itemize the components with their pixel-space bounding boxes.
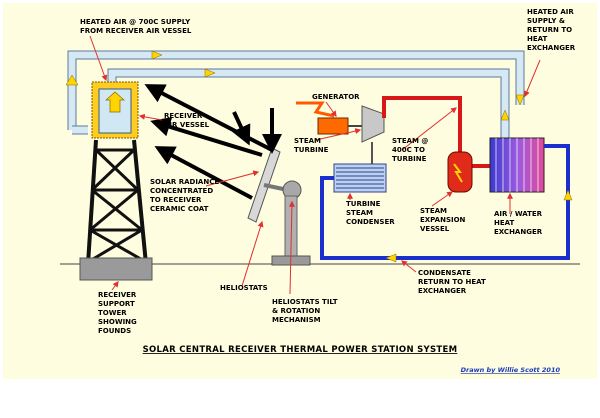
steam-expansion-vessel [447, 151, 473, 193]
steam-pipe [382, 96, 490, 168]
label-line: TURBINE [294, 146, 329, 154]
label-line: FOUNDS [98, 327, 131, 335]
air-water-heat-exchanger [489, 137, 545, 193]
label-line: EXPANSION [420, 216, 466, 224]
label-line: HELIOSTATS [220, 284, 268, 292]
label-heliostats: HELIOSTATS [220, 284, 268, 292]
label-line: HEATED AIR @ 700C SUPPLY [80, 18, 191, 26]
label-line: SUPPLY & [527, 17, 565, 25]
steam-turbine [361, 105, 385, 143]
label-line: STEAM @ [392, 137, 428, 145]
receiver-tower [86, 139, 148, 265]
label-line: TURBINE [392, 155, 427, 163]
label-line: STEAM [420, 207, 447, 215]
label-line: CERAMIC COAT [150, 205, 209, 213]
label-line: HEAT [527, 35, 548, 43]
label-line: TURBINE [346, 200, 381, 208]
water-flow-arrows [385, 189, 573, 263]
label-line: AIR / WATER [494, 210, 543, 218]
label-line: FROM RECEIVER AIR VESSEL [80, 27, 192, 35]
label-line: EXCHANGER [527, 44, 576, 52]
label-line: RECEIVER [164, 112, 203, 120]
condensate-pipe [320, 144, 570, 260]
diagram-title: SOLAR CENTRAL RECEIVER THERMAL POWER STA… [143, 345, 458, 355]
label-line: EXCHANGER [494, 228, 543, 236]
heated-air-pipe [67, 50, 525, 140]
label-line: EXCHANGER [418, 287, 467, 295]
diagram-credit: Drawn by Willie Scott 2010 [461, 366, 561, 374]
label-line: SHOWING [98, 318, 137, 326]
label-line: VESSEL [420, 225, 450, 233]
label-line: SUPPORT [98, 300, 135, 308]
label-line: HEATED AIR [527, 8, 574, 16]
heat-wave-icon [453, 163, 463, 183]
label-line: 400C TO [392, 146, 425, 154]
label-line: TOWER [98, 309, 127, 317]
label-line: CONDENSER [346, 218, 395, 226]
label-line: GENERATOR [312, 93, 360, 101]
label-line: CONDENSATE [418, 269, 471, 277]
label-generator: GENERATOR [312, 93, 360, 101]
label-line: SOLAR RADIANCE [150, 178, 219, 186]
label-line: STEAM [294, 137, 321, 145]
label-line: AIR VESSEL [164, 121, 210, 129]
label-line: STEAM [346, 209, 373, 217]
label-line: HEAT [494, 219, 515, 227]
label-line: MECHANISM [272, 316, 321, 324]
label-line: RECEIVER [98, 291, 137, 299]
label-leaders [89, 35, 541, 295]
label-line: HELIOSTATS TILT [272, 298, 338, 306]
receiver-up-arrow-icon [105, 91, 125, 113]
label-line: TO RECEIVER [150, 196, 202, 204]
label-line: RETURN TO [527, 26, 572, 34]
label-line: CONCENTRATED [150, 187, 213, 195]
generator [296, 101, 362, 135]
turbine-steam-condenser [333, 142, 387, 193]
receiver-air-vessel [91, 81, 139, 139]
sun-rays [144, 84, 282, 200]
air-flow-arrows [65, 50, 525, 121]
label-line: & ROTATION [272, 307, 320, 315]
tower-foundation [79, 257, 153, 281]
label-line: RETURN TO HEAT [418, 278, 486, 286]
